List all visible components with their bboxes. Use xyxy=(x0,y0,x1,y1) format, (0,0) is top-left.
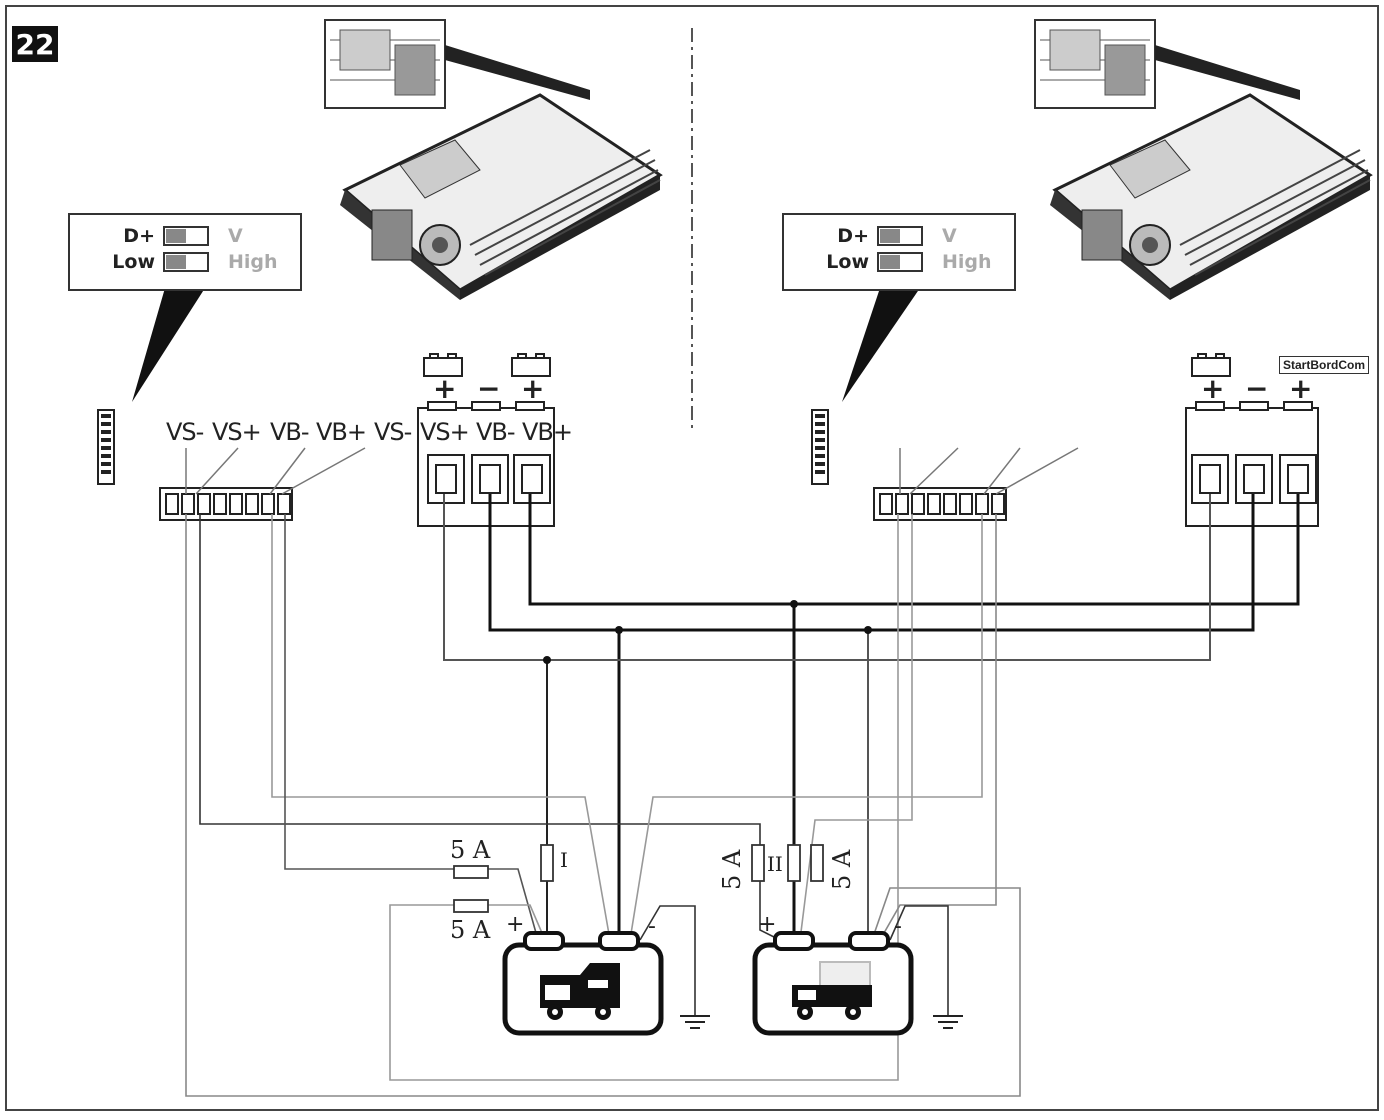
pin-label-vb-plus: VB+ xyxy=(316,418,367,446)
pin-label-vb-minus: VB- xyxy=(476,418,516,446)
battery-plus-label: + xyxy=(506,912,525,937)
switch-label-high: High xyxy=(228,251,278,273)
terminal-sign-plus: + xyxy=(521,372,545,405)
fuse-label-ii: II xyxy=(767,852,783,876)
toggle-switch-icon xyxy=(163,226,209,272)
terminal-sign-plus: + xyxy=(433,372,457,405)
fuse-rating-label: 5 A xyxy=(450,836,491,864)
terminal-sign-plus: + xyxy=(1201,372,1225,405)
toggle-switch-icon xyxy=(877,226,923,272)
camper-van-icon xyxy=(792,961,872,1020)
fuse-rating-label: 5 A xyxy=(718,849,746,890)
terminal-sign-minus: − xyxy=(1245,372,1269,405)
power-wires xyxy=(488,494,1300,940)
switch-panel: D+ Low V High xyxy=(782,213,1016,291)
camper-van-icon xyxy=(540,963,620,1020)
terminal-sign-plus: + xyxy=(1289,372,1313,405)
battery-minus-label: - xyxy=(894,914,902,939)
dip-switch-icon xyxy=(97,409,115,485)
switch-label-high: High xyxy=(942,251,992,273)
pin-label-vs-plus: VS+ xyxy=(420,418,470,446)
switch-label-v: V xyxy=(942,225,957,247)
corner-tag: StartBordCom xyxy=(1279,356,1370,374)
ground-icon xyxy=(933,1015,963,1029)
fuse-rating-label: 5 A xyxy=(828,849,856,890)
battery-minus-label: - xyxy=(648,914,656,939)
fuse-rating-label: 5 A xyxy=(450,916,491,944)
pin-label-vb-plus: VB+ xyxy=(522,418,573,446)
switch-label-dplus: D+ xyxy=(837,225,869,247)
fuse-label-i: I xyxy=(560,848,568,872)
charger-device-icon xyxy=(1034,19,1373,300)
pin-label-vs-minus: VS- xyxy=(166,418,204,446)
switch-label-v: V xyxy=(228,225,243,247)
figure-frame xyxy=(5,5,1379,1111)
charger-device-icon xyxy=(324,19,663,300)
pin-label-vs-minus: VS- xyxy=(374,418,412,446)
callout-pointer xyxy=(132,288,205,402)
terminal-sign-minus: − xyxy=(477,372,501,405)
dip-switch-icon xyxy=(811,409,829,485)
pin-label-vs-plus: VS+ xyxy=(212,418,262,446)
ground-icon xyxy=(680,1015,710,1029)
battery-icon xyxy=(423,353,1231,377)
fuse xyxy=(453,844,824,913)
switch-panel: D+ Low V High xyxy=(68,213,302,291)
battery-plus-label: + xyxy=(758,912,777,937)
callout-pointer xyxy=(842,288,920,402)
signal-connector xyxy=(159,487,293,521)
signal-connector xyxy=(873,487,1007,521)
figure-number: 22 xyxy=(12,26,58,62)
switch-label-low: Low xyxy=(112,251,155,273)
switch-label-low: Low xyxy=(826,251,869,273)
switch-label-dplus: D+ xyxy=(123,225,155,247)
pin-label-vb-minus: VB- xyxy=(270,418,310,446)
